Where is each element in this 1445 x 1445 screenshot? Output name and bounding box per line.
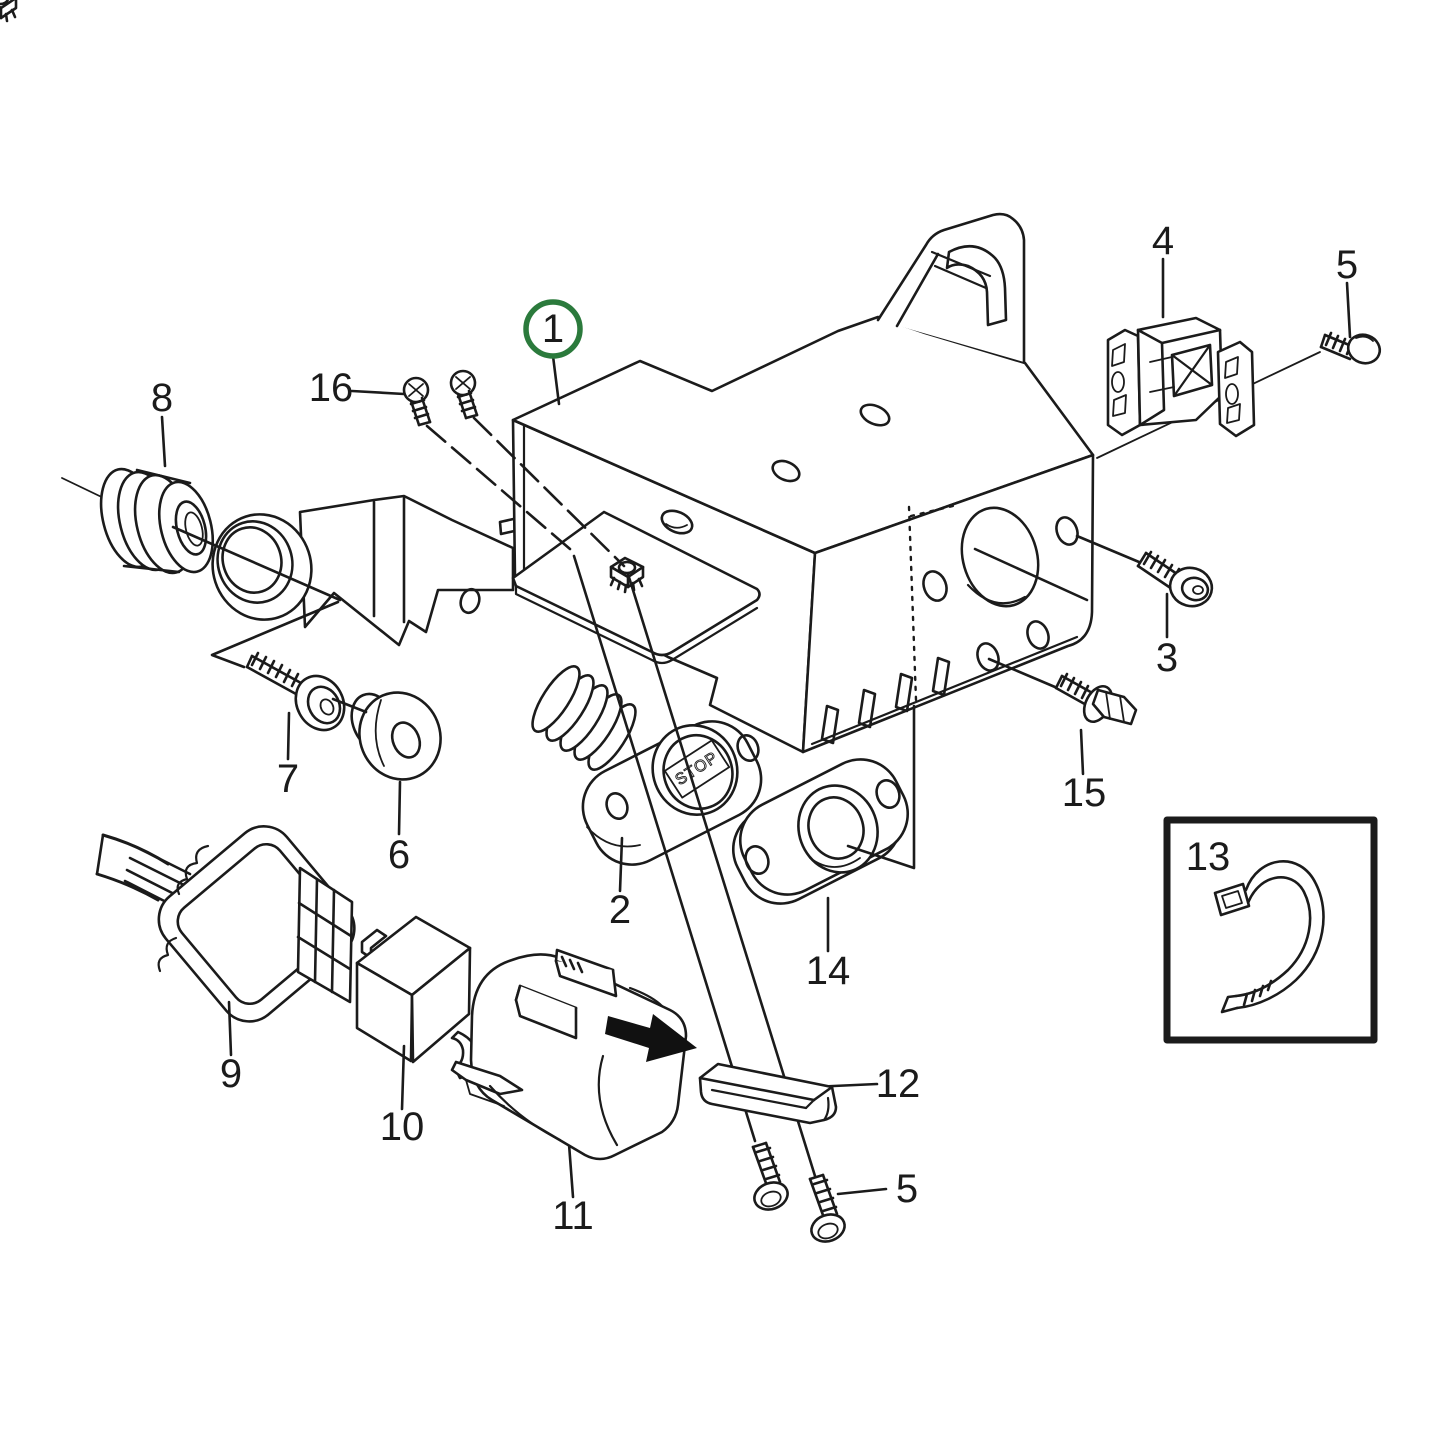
part-1-bracket-drawing <box>0 0 1095 754</box>
part-7-screw-drawing <box>245 651 346 732</box>
callout-6-label[interactable]: 6 <box>388 833 410 877</box>
callout-15-label[interactable]: 15 <box>1062 771 1107 815</box>
callout-4-label[interactable]: 4 <box>1152 219 1174 263</box>
highlight-circle <box>523 299 583 359</box>
callout-1-label[interactable]: 1 <box>542 307 564 351</box>
callout-5b-label[interactable]: 5 <box>896 1167 918 1211</box>
part-9-connector-drawing <box>95 825 356 1023</box>
part-8-bushing-drawing <box>61 467 214 575</box>
inset-box <box>1163 816 1378 1044</box>
part-2-stop-switch-drawing: STOP <box>531 665 763 866</box>
callout-16-label[interactable]: 16 <box>309 366 354 410</box>
part-10-relay-drawing <box>355 915 478 1080</box>
leader-lines <box>160 257 1352 1199</box>
callout-labels: 1 16 8 4 5 3 15 7 6 2 14 9 10 11 12 5 13 <box>151 219 1358 1238</box>
part-12-bracket-clip-drawing <box>698 1062 838 1125</box>
left-bracket-drawing <box>211 494 521 647</box>
part-5-screw-top-drawing <box>1319 331 1382 365</box>
part-4-connector-holder-drawing <box>1106 316 1256 438</box>
callout-14-label[interactable]: 14 <box>806 949 851 993</box>
callout-5a-label[interactable]: 5 <box>1336 243 1358 287</box>
callout-13-label[interactable]: 13 <box>1186 835 1231 879</box>
direction-arrow-icon <box>605 1014 697 1062</box>
callout-10-label[interactable]: 10 <box>380 1105 425 1149</box>
part-15-flange-screw-drawing <box>1054 672 1138 726</box>
part-6-grommet-drawing <box>350 691 442 781</box>
callout-2-label[interactable]: 2 <box>609 888 631 932</box>
callout-11-label[interactable]: 11 <box>552 1194 594 1238</box>
callout-8-label[interactable]: 8 <box>151 376 173 420</box>
callout-3-label[interactable]: 3 <box>1156 636 1178 680</box>
part-13-cable-tie-drawing <box>1213 860 1325 1014</box>
part-14-flange-drawing <box>731 758 910 905</box>
part-5-screws-bottom-drawing <box>751 1141 846 1243</box>
part-3-screw-drawing <box>1136 550 1214 608</box>
part-16-screws-drawing <box>402 369 479 427</box>
part-11-cover-drawing <box>450 948 697 1161</box>
callout-7-label[interactable]: 7 <box>277 757 299 801</box>
callout-9-label[interactable]: 9 <box>220 1052 242 1096</box>
callout-12-label[interactable]: 12 <box>876 1062 921 1106</box>
